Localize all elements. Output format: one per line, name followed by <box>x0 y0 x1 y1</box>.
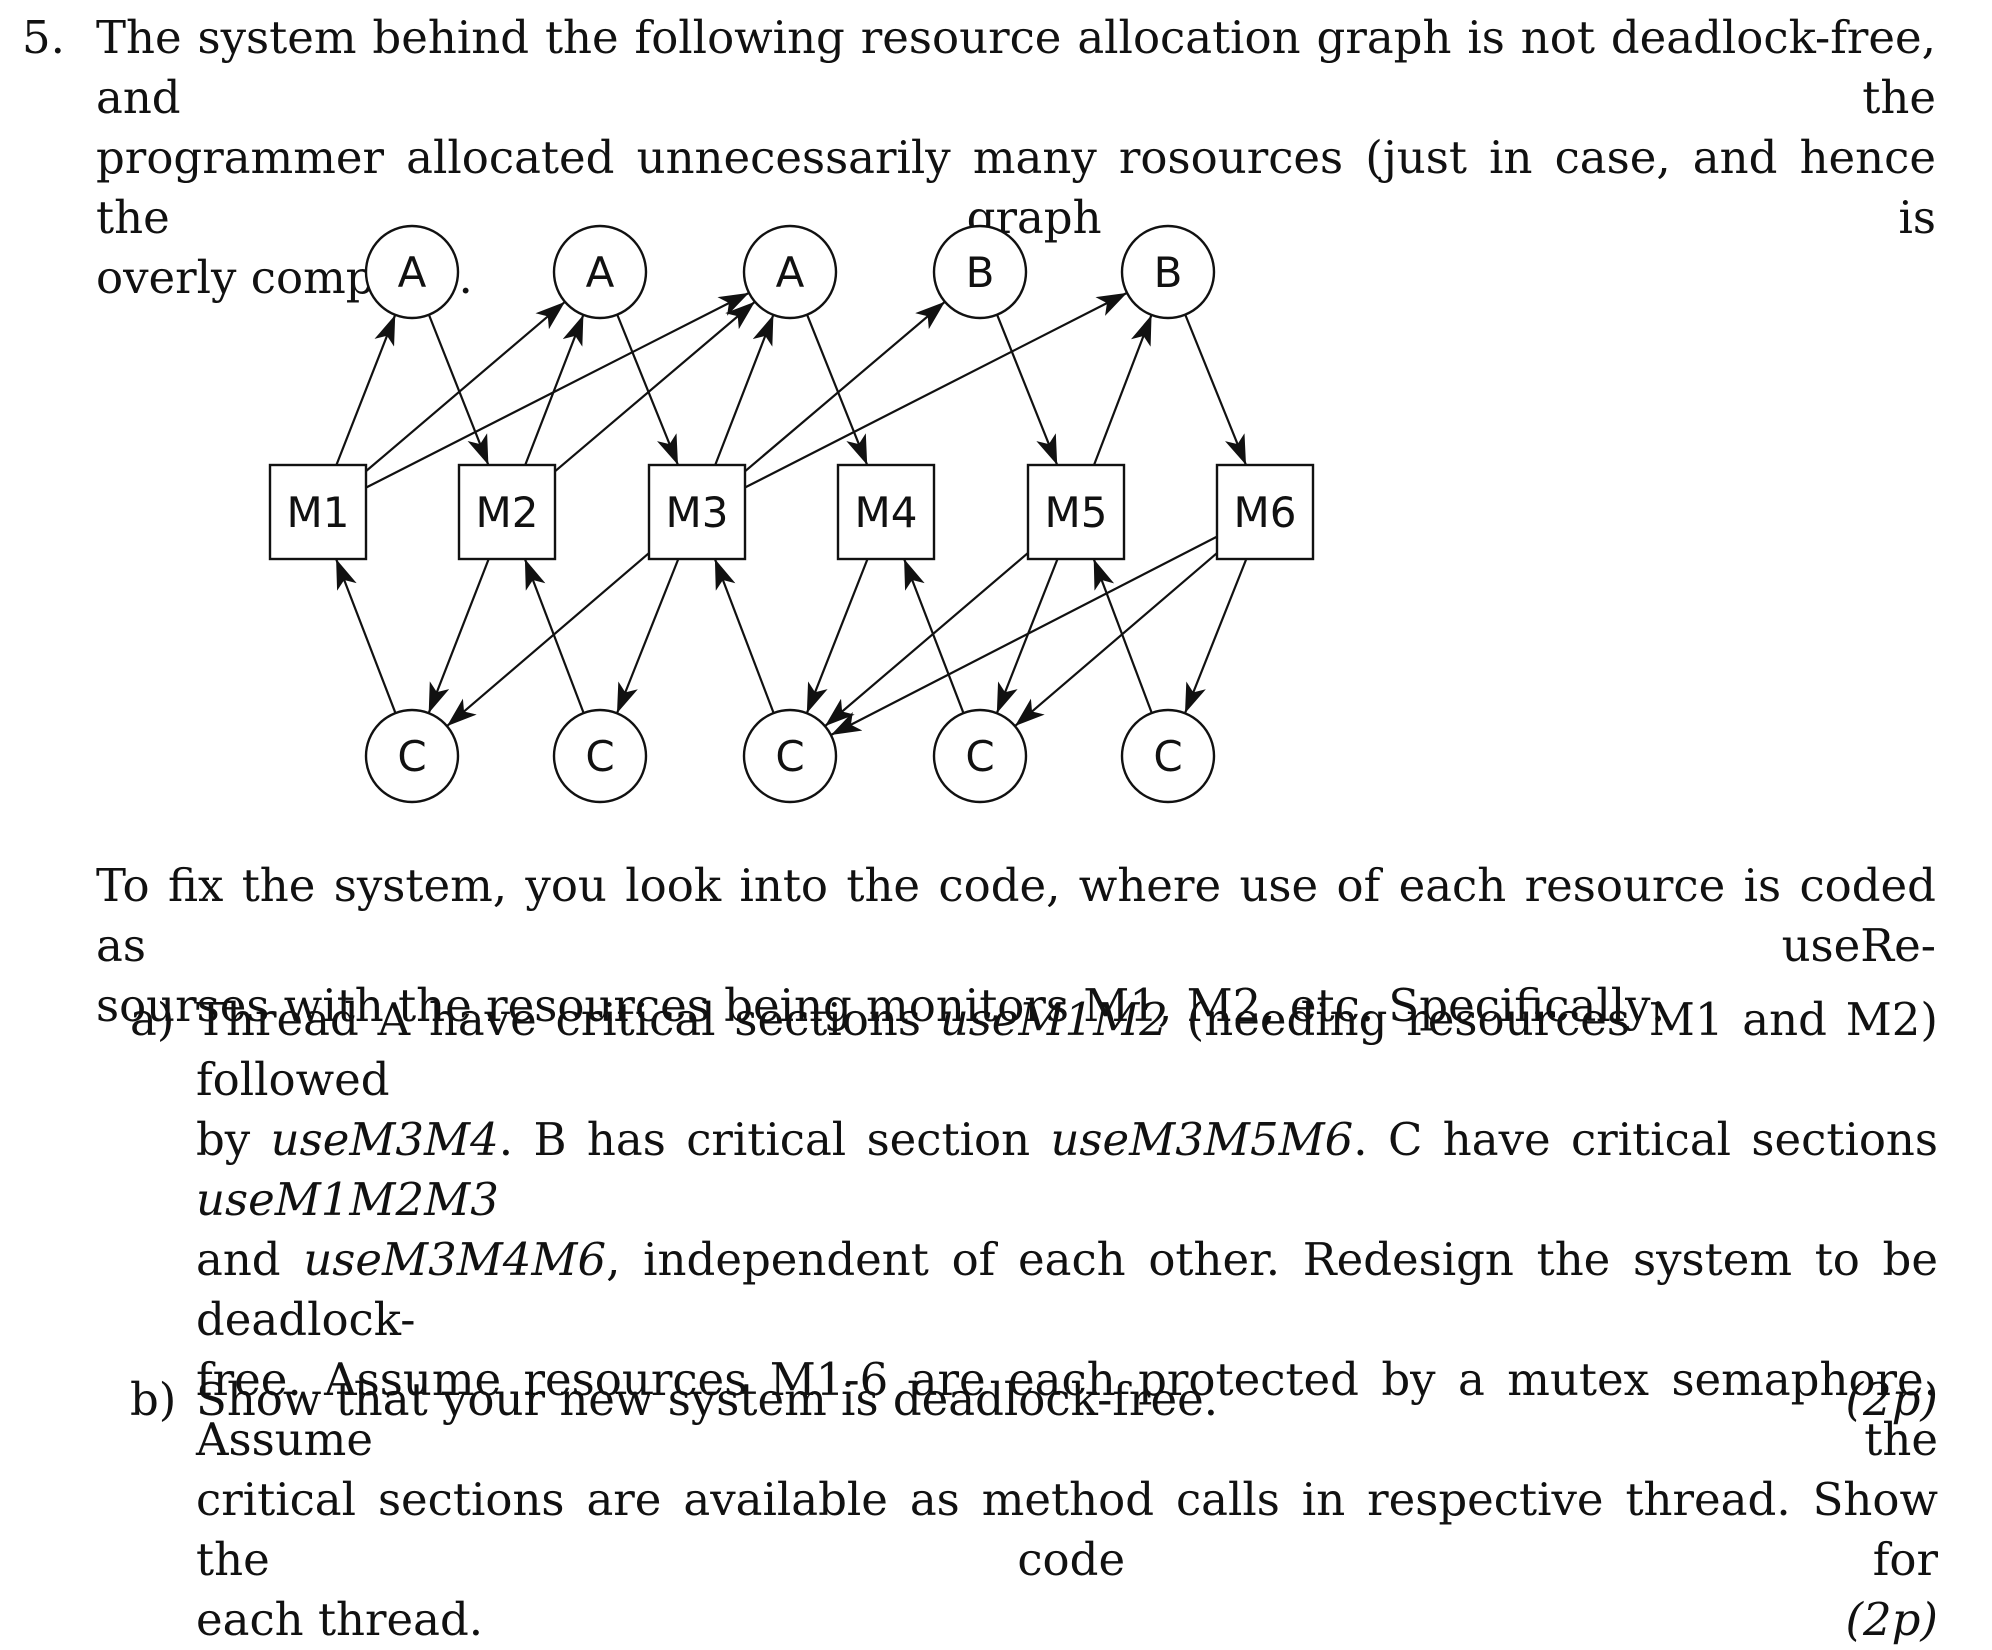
edge-m1-to-a3 <box>365 291 750 489</box>
item-a: a) Thread A have critical sections useM1… <box>0 990 1938 1646</box>
item-a-line-2: by useM3M4. B has critical section useM3… <box>196 1113 1939 1226</box>
thread-node-a2: A <box>552 224 648 320</box>
thread-node-c2: C <box>552 708 648 804</box>
monitor-node-m2: M2 <box>457 463 557 561</box>
edge-m2-to-a3 <box>554 300 756 473</box>
thread-node-c4: C <box>932 708 1028 804</box>
node-label: C <box>775 732 804 781</box>
thread-node-c5: C <box>1120 708 1216 804</box>
edge-c2-to-m2 <box>523 558 585 714</box>
edge-m6-to-c3 <box>830 535 1218 736</box>
edges-layer <box>335 291 1248 736</box>
node-label: C <box>965 732 994 781</box>
node-label: M1 <box>287 488 350 537</box>
monitor-node-m3: M3 <box>647 463 747 561</box>
thread-node-c3: C <box>742 708 838 804</box>
monitor-node-m5: M5 <box>1026 463 1126 561</box>
node-label: C <box>585 732 614 781</box>
edge-m6-to-c4 <box>1014 552 1218 727</box>
monitor-node-m1: M1 <box>268 463 368 561</box>
node-label: M2 <box>476 488 539 537</box>
node-label: M3 <box>666 488 729 537</box>
node-label: C <box>1153 732 1182 781</box>
item-a-points: (2p) <box>1845 1593 1938 1646</box>
edge-b1-to-m5 <box>996 314 1059 466</box>
edge-m3-to-b2 <box>744 291 1128 489</box>
edge-m6-to-c5 <box>1183 558 1248 714</box>
edge-a1-to-m2 <box>427 314 490 466</box>
node-label: C <box>397 732 426 781</box>
item-b-points: (2p) <box>1845 1373 1938 1426</box>
edge-b2-to-m6 <box>1184 314 1248 466</box>
fix-line: sourses with the resources being monitor… <box>96 979 1666 1032</box>
fix-paragraph: To fix the system, you look into the cod… <box>96 856 1936 1036</box>
edge-m1-to-a2 <box>365 300 566 472</box>
edge-a2-to-m3 <box>616 314 680 466</box>
edge-m3-to-c1 <box>446 552 650 727</box>
item-a-line-1: Thread A have critical sections useM1M2 … <box>196 993 1938 1106</box>
edge-m3-to-c2 <box>615 558 680 714</box>
question-number: 5. <box>22 11 65 64</box>
edge-m3-to-b1 <box>744 300 946 473</box>
question-text: The system behind the following resource… <box>96 8 1936 308</box>
node-label: B <box>966 248 995 297</box>
node-label: M4 <box>855 488 918 537</box>
nodes-layer: A A A B B M1 M2 M3 M4 M5 M6C C C C C <box>268 224 1315 804</box>
thread-node-a1: A <box>364 224 460 320</box>
monitor-node-m4: M4 <box>836 463 936 561</box>
edge-c1-to-m1 <box>335 558 397 714</box>
edge-m5-to-b2 <box>1092 314 1153 466</box>
edge-m5-to-c4 <box>995 558 1059 714</box>
node-label: A <box>398 248 427 297</box>
fix-line: To fix the system, you look into the cod… <box>96 859 1936 972</box>
node-label: M5 <box>1045 488 1108 537</box>
thread-node-c1: C <box>364 708 460 804</box>
exam-page: 5. The system behind the following resou… <box>0 8 1938 1646</box>
edge-m1-to-a1 <box>335 314 397 466</box>
node-label: A <box>776 248 805 297</box>
thread-node-b2: B <box>1120 224 1216 320</box>
item-b-text: Show that your new system is deadlock-fr… <box>196 1373 1219 1426</box>
thread-node-b1: B <box>932 224 1028 320</box>
thread-node-a3: A <box>742 224 838 320</box>
edge-c3-to-m3 <box>713 558 775 714</box>
item-a-line-6: each thread.(2p) <box>196 1590 1938 1650</box>
item-a-body: Thread A have critical sections useM1M2 … <box>196 990 1938 1650</box>
question-line: The system behind the following resource… <box>96 11 1936 124</box>
item-a-line-5: critical sections are available as metho… <box>196 1473 1938 1586</box>
node-label: M6 <box>1234 488 1297 537</box>
monitor-node-m6: M6 <box>1215 463 1315 561</box>
resource-allocation-graph: A A A B B M1 M2 M3 M4 M5 M6C C C C C <box>268 224 1315 804</box>
node-label: B <box>1154 248 1183 297</box>
edge-m3-to-a3 <box>714 314 775 466</box>
edge-m2-to-c1 <box>427 558 490 714</box>
edge-c5-to-m5 <box>1092 558 1153 714</box>
node-label: A <box>586 248 615 297</box>
edge-m5-to-c3 <box>824 552 1029 727</box>
item-a-line-3: and useM3M4M6, independent of each other… <box>196 1233 1938 1346</box>
edge-m4-to-c3 <box>805 558 869 714</box>
item-a-label: a) <box>130 993 175 1046</box>
item-b: b) Show that your new system is deadlock… <box>0 1370 1938 1430</box>
edge-a3-to-m4 <box>806 314 869 466</box>
edge-m2-to-a2 <box>524 314 585 466</box>
edge-c4-to-m4 <box>903 558 965 714</box>
item-b-label: b) <box>130 1373 177 1426</box>
